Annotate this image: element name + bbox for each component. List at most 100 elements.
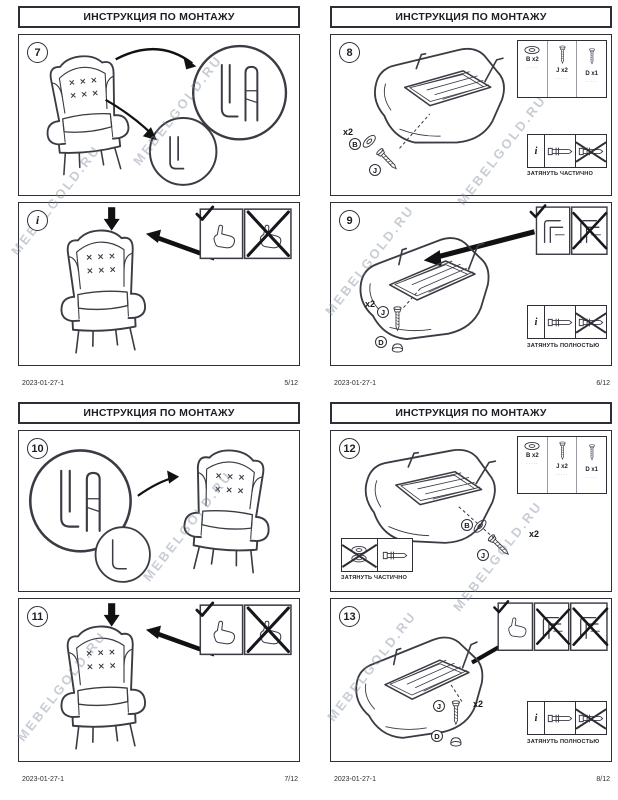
bolt-ok-cell <box>545 702 576 734</box>
info-box: i <box>527 701 607 735</box>
washer-icon <box>524 45 540 55</box>
info-symbol: i <box>35 213 40 227</box>
bolt-icon <box>547 317 573 327</box>
info-box: i <box>527 305 607 339</box>
page-7: MEBELGOLD.RU MEBELGOLD.RU ИНСТРУКЦИЯ ПО … <box>14 402 300 796</box>
hardware-item: D x1 ····· <box>577 41 606 97</box>
info-symbol: i <box>534 712 538 724</box>
step-number: 9 <box>346 214 353 227</box>
washers-crossed-cell <box>342 539 378 571</box>
guide-line <box>403 286 423 308</box>
step10-illustration <box>28 446 275 583</box>
page-footer: 2023-01-27-1 5/12 <box>22 380 298 387</box>
hardware-subtext: ····· <box>555 76 569 81</box>
arrowhead <box>142 127 157 141</box>
hardware-item: J x2 ····· <box>548 437 578 493</box>
screw-icon <box>451 700 460 725</box>
fastener-letter-j: J <box>477 549 489 561</box>
footer-page-number: 7/12 <box>284 776 298 783</box>
bolt-icon-crossed <box>578 317 604 327</box>
step-badge: 9 <box>339 210 360 231</box>
guide-line <box>449 682 463 702</box>
page-footer: 2023-01-27-1 6/12 <box>334 380 610 387</box>
hardware-label: B x2 <box>525 57 539 63</box>
step-badge: 13 <box>339 606 360 627</box>
guide-line <box>457 505 495 539</box>
flipped-armchair-drawing <box>357 235 493 343</box>
step-number: 10 <box>31 442 44 455</box>
tighten-caption: ЗАТЯНУТЬ ПОЛНОСТЬЮ <box>527 343 600 349</box>
footer-date: 2023-01-27-1 <box>22 380 65 387</box>
step-number: 8 <box>346 46 353 59</box>
step-badge: 11 <box>27 606 48 627</box>
bracket-detail <box>111 539 127 570</box>
hardware-legend: B x2 ····· J x2 ····· D x1 ····· <box>517 436 607 494</box>
page-title: ИНСТРУКЦИЯ ПО МОНТАЖУ <box>18 402 300 424</box>
hardware-legend: B x2 ····· J x2 ····· D x1 ····· <box>517 40 607 98</box>
bolt-ok-cell <box>378 539 413 571</box>
zoom-detail-circle <box>191 44 288 141</box>
step-number: 7 <box>34 46 41 59</box>
hardware-subtext: ····· <box>555 472 569 477</box>
zoom-detail-circle-small <box>148 117 218 186</box>
press-down-arrow <box>103 603 120 627</box>
arrowhead <box>145 229 162 243</box>
flipped-armchair-drawing <box>370 41 508 150</box>
armchair-drawing <box>56 227 149 355</box>
screw-icon <box>558 45 566 64</box>
page-title: ИНСТРУКЦИЯ ПО МОНТАЖУ <box>330 402 612 424</box>
fastener-letter-b: B <box>461 519 473 531</box>
tighten-caption: ЗАТЯНУТЬ ЧАСТИЧНО <box>527 171 594 177</box>
tighten-caption: ЗАТЯНУТЬ ПОЛНОСТЬЮ <box>527 739 600 745</box>
page-title: ИНСТРУКЦИЯ ПО МОНТАЖУ <box>18 6 300 28</box>
bolt-icon <box>547 146 573 156</box>
panel-step-11: 11 <box>18 598 300 762</box>
press-down-arrow <box>103 207 120 231</box>
hardware-label: J x2 <box>556 464 568 470</box>
panel-step-9: 9 x2 J D i ЗАТЯНУТЬ ПОЛНОСТЬЮ <box>330 202 612 366</box>
bolt-icon-crossed <box>578 713 604 723</box>
hardware-item: B x2 ····· <box>518 41 548 97</box>
hardware-label: B x2 <box>525 453 539 459</box>
panel-step-8: 8 x2 B J B x2 ····· J x2 ····· D x1 <box>330 34 612 196</box>
screw-icon <box>393 306 402 331</box>
info-icon: i <box>528 702 545 734</box>
info-box: i <box>527 134 607 168</box>
step12-illustration <box>358 437 512 558</box>
footer-date: 2023-01-27-1 <box>334 776 377 783</box>
footer-page-number: 8/12 <box>596 776 610 783</box>
tighten-caption: ЗАТЯНУТЬ ЧАСТИЧНО <box>341 575 408 581</box>
quantity-label: x2 <box>365 299 376 309</box>
arrowhead <box>167 470 180 484</box>
bolt-icon-crossed <box>578 146 604 156</box>
footer-page-number: 6/12 <box>596 380 610 387</box>
fastener-letter-j: J <box>377 306 389 318</box>
page-5: MEBELGOLD.RU MEBELGOLD.RU ИНСТРУКЦИЯ ПО … <box>8 6 300 400</box>
page-6: MEBELGOLD.RU MEBELGOLD.RU ИНСТРУКЦИЯ ПО … <box>322 6 612 400</box>
bolt-icon <box>588 444 595 461</box>
bolt-icon <box>547 713 573 723</box>
hardware-label: D x1 <box>585 71 599 77</box>
arrow <box>115 47 193 65</box>
step11-illustration <box>56 601 292 751</box>
step-badge: 12 <box>339 438 360 459</box>
arrowhead <box>423 250 442 267</box>
bolt-icon <box>588 48 595 65</box>
cap-nut-icon <box>450 737 462 747</box>
bolt-ok-cell <box>545 135 576 167</box>
washer-stack-icon-crossed <box>351 545 367 563</box>
info-icon: i <box>528 306 545 338</box>
guide-line <box>399 113 431 149</box>
cap-nut-icon <box>391 343 404 353</box>
screw-icon <box>558 441 566 460</box>
detail-box-correct <box>497 602 534 651</box>
panel-info: i <box>18 202 300 366</box>
bolt-crossed-cell <box>576 135 606 167</box>
panel-step-12: 12 x2 B J B x2 ····· J x2 ····· D x1 <box>330 430 612 592</box>
step-number: 11 <box>31 610 44 623</box>
step-badge: 8 <box>339 42 360 63</box>
info-symbol: i <box>534 316 538 328</box>
hardware-subtext: ····· <box>585 475 598 480</box>
hardware-subtext: ····· <box>585 79 598 84</box>
